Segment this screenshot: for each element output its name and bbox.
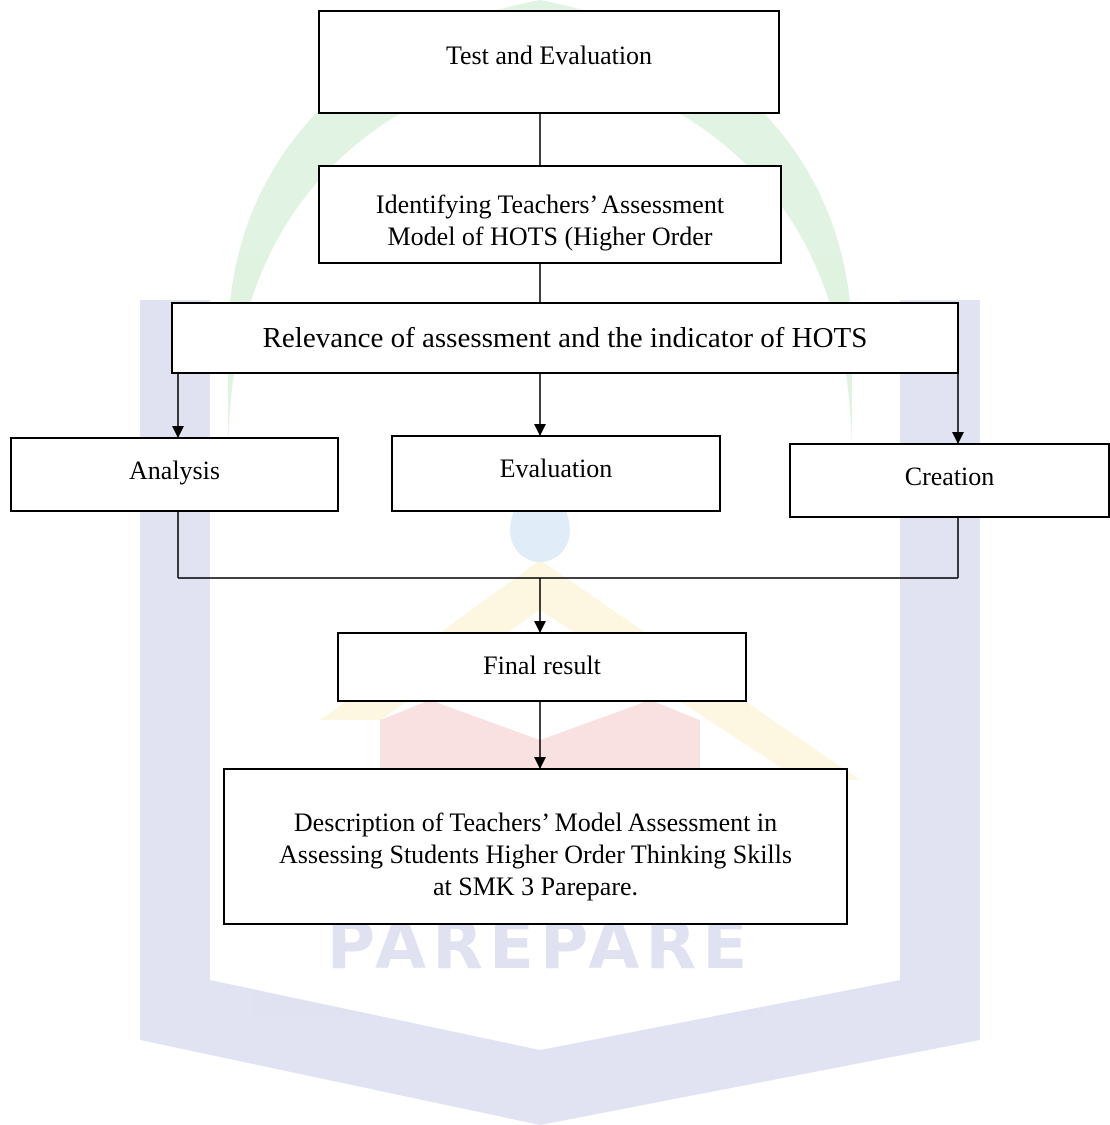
watermark-blue-frame bbox=[140, 300, 980, 1125]
node-creation-label: Creation bbox=[904, 462, 995, 491]
node-evaluation: Evaluation bbox=[391, 435, 721, 512]
node-description-line-1: Description of Teachers’ Model Assessmen… bbox=[293, 807, 778, 837]
node-identifying-line-1: Identifying Teachers’ Assessment bbox=[375, 189, 725, 219]
node-description-line-2: Assessing Students Higher Order Thinking… bbox=[278, 839, 793, 869]
node-analysis: Analysis bbox=[10, 437, 339, 512]
node-final-result: Final result bbox=[337, 632, 747, 702]
node-test-and-evaluation-label: Test and Evaluation bbox=[445, 41, 653, 70]
watermark-yellow-roof bbox=[320, 560, 860, 780]
node-identifying-assessment-model: Identifying Teachers’ Assessment Model o… bbox=[318, 165, 782, 264]
node-final-result-label: Final result bbox=[483, 651, 601, 680]
node-test-and-evaluation: Test and Evaluation bbox=[318, 10, 780, 114]
node-relevance-label: Relevance of assessment and the indicato… bbox=[262, 322, 868, 354]
node-identifying-line-2: Model of HOTS (Higher Order bbox=[387, 221, 713, 251]
watermark-green-arch bbox=[228, 0, 852, 460]
node-creation: Creation bbox=[789, 443, 1110, 518]
node-relevance-of-assessment: Relevance of assessment and the indicato… bbox=[171, 302, 959, 374]
node-description-line-3: at SMK 3 Parepare. bbox=[432, 871, 639, 901]
node-analysis-label: Analysis bbox=[129, 456, 220, 485]
node-evaluation-label: Evaluation bbox=[499, 454, 613, 483]
node-description: Description of Teachers’ Model Assessmen… bbox=[223, 768, 848, 925]
